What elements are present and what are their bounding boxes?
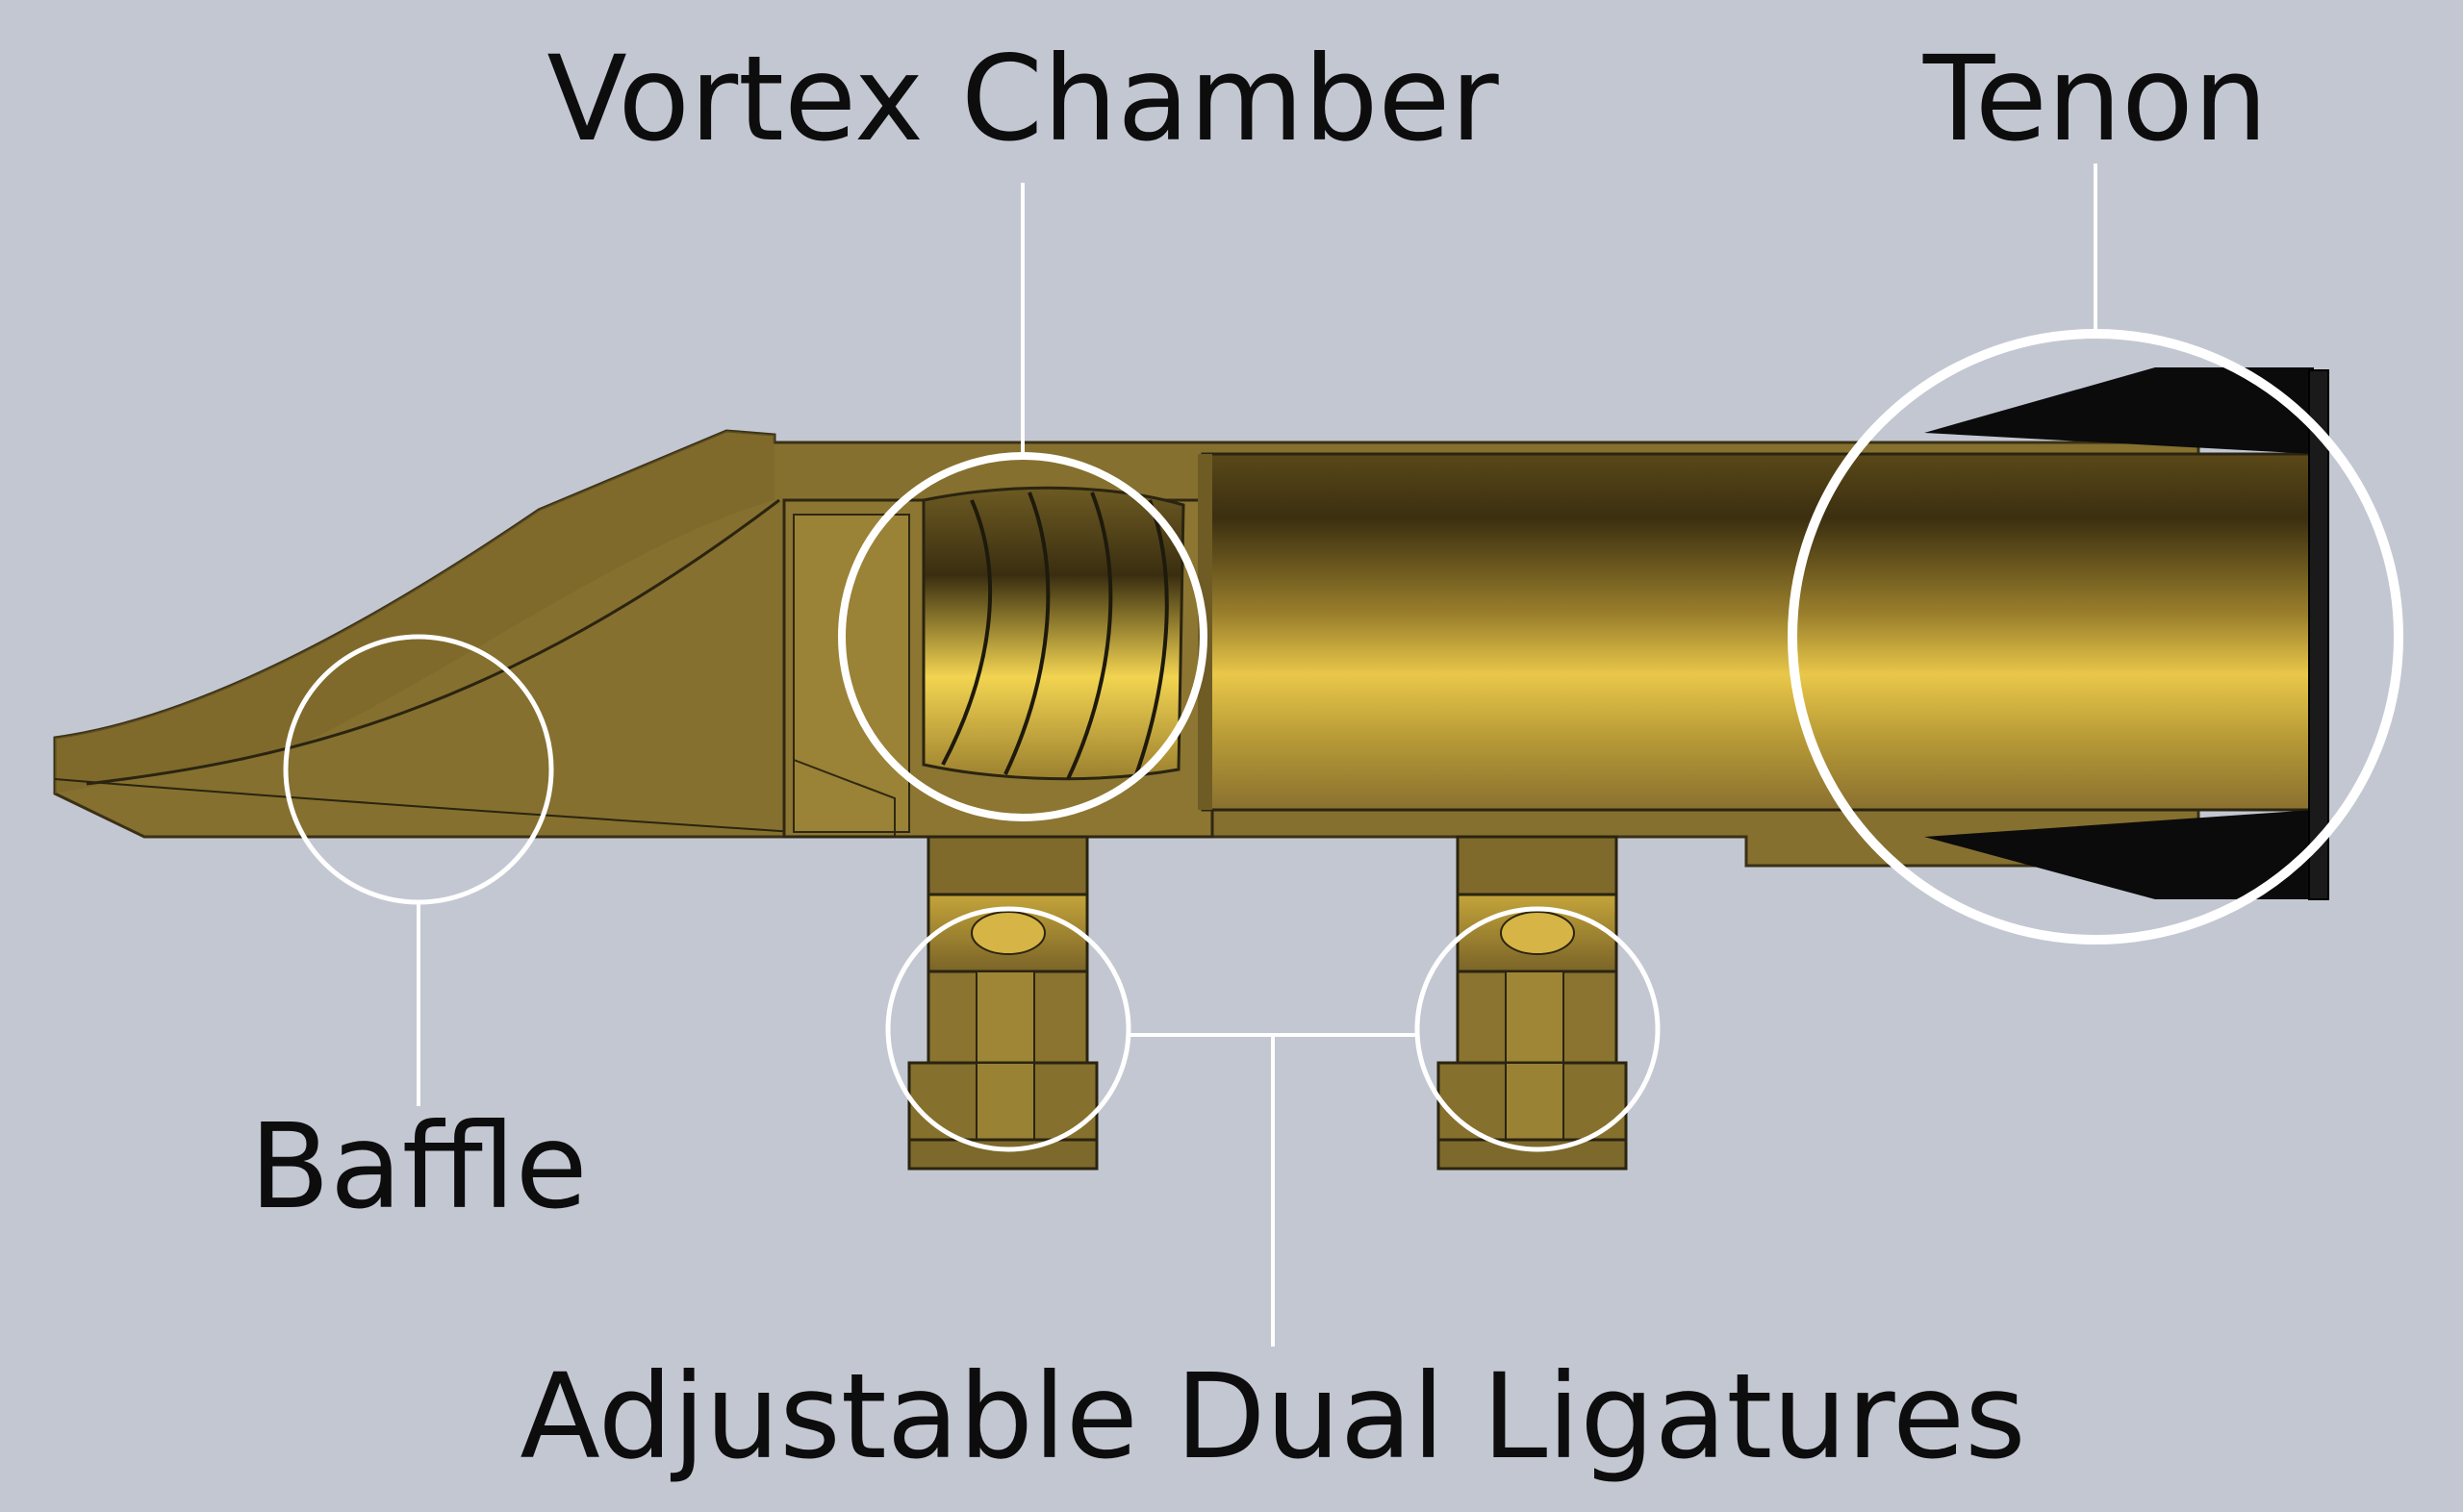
tenon-label: Tenon — [1922, 31, 2268, 167]
ligature-right-callout-circle — [1414, 906, 1661, 1152]
tenon-end — [1924, 367, 2329, 900]
mouthpiece-bore — [1198, 452, 2321, 812]
ligature-left — [907, 835, 1099, 1171]
baffle-label: Baffle — [249, 1098, 587, 1235]
callouts — [283, 164, 2403, 1347]
ligature-right — [1436, 835, 1628, 1171]
vortex-chamber-spiral — [922, 486, 1185, 781]
vortex-chamber-label: Vortex Chamber — [546, 31, 1499, 167]
ligature-left-callout-circle — [885, 906, 1131, 1152]
ligatures-label: Adjustable Dual Ligatures — [520, 1348, 2025, 1485]
